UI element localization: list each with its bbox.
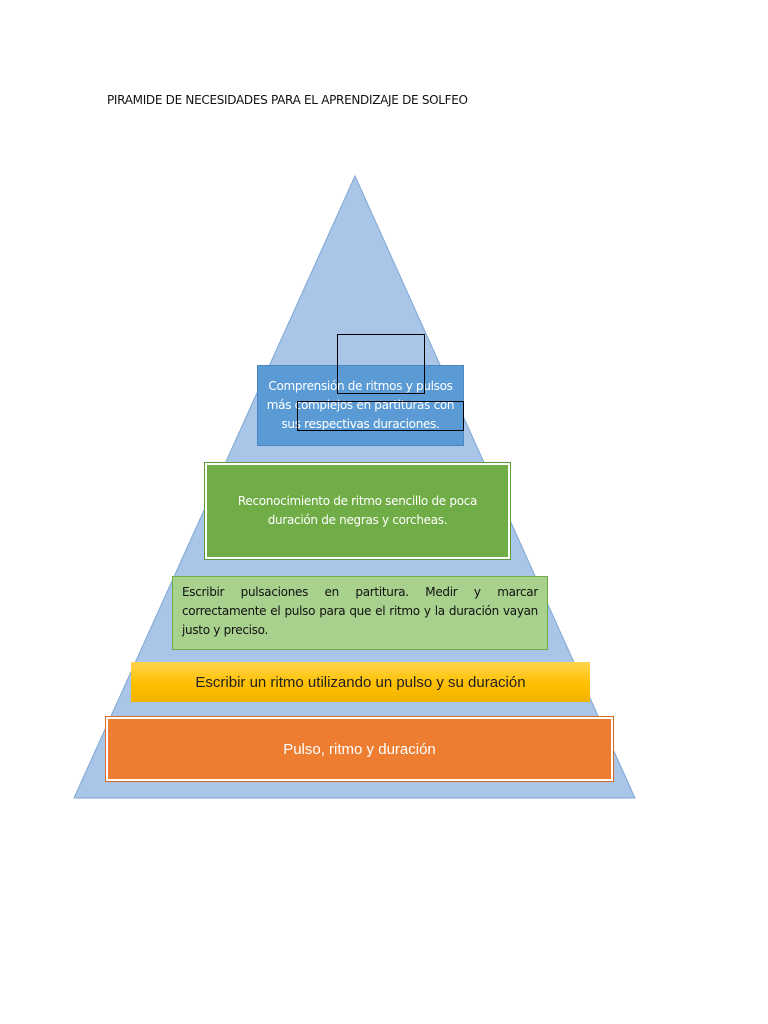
pyramid-level-1-text: Pulso, ritmo y duración <box>283 740 436 758</box>
empty-frame-bottom <box>297 401 464 431</box>
pyramid-level-1: Pulso, ritmo y duración <box>106 717 613 781</box>
pyramid-level-2-text: Escribir un ritmo utilizando un pulso y … <box>195 673 526 691</box>
empty-frame-top <box>337 334 425 394</box>
page-title: PIRAMIDE DE NECESIDADES PARA EL APRENDIZ… <box>107 93 468 107</box>
pyramid-level-4-text: Reconocimiento de ritmo sencillo de poca… <box>237 494 478 527</box>
pyramid-level-3: Escribir pulsaciones en partitura. Medir… <box>172 576 548 650</box>
pyramid-level-2: Escribir un ritmo utilizando un pulso y … <box>131 662 590 702</box>
pyramid-level-3-text: Escribir pulsaciones en partitura. Medir… <box>182 585 538 637</box>
pyramid-level-4: Reconocimiento de ritmo sencillo de poca… <box>205 463 510 559</box>
